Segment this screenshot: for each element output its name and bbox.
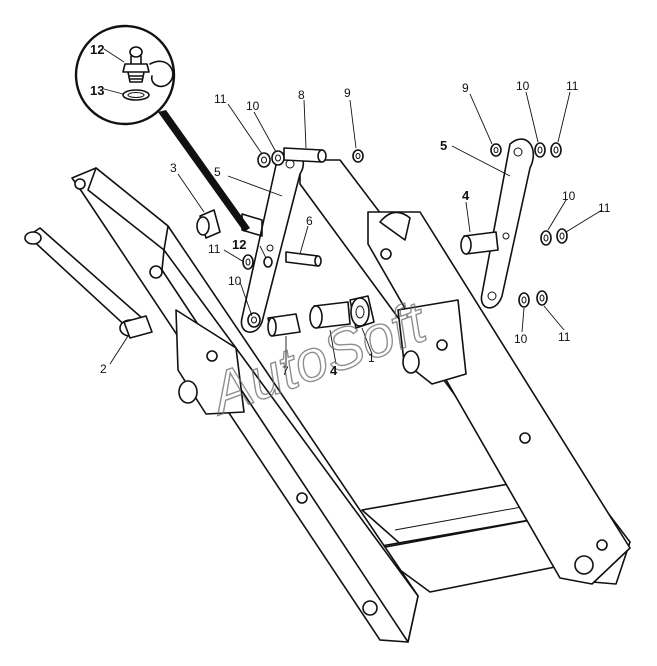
callout-10-b: 10 bbox=[228, 274, 242, 288]
right-loader-arm bbox=[299, 159, 631, 585]
callout-10-a: 10 bbox=[246, 99, 260, 113]
callout-10-c: 10 bbox=[516, 79, 530, 93]
callout-11-b: 11 bbox=[208, 242, 221, 256]
grease-nipple-icon bbox=[122, 46, 174, 88]
inset-leader-bar bbox=[158, 110, 250, 232]
bush-4-centre bbox=[309, 301, 351, 329]
callout-4-b: 4 bbox=[462, 188, 470, 203]
callout-10-e: 10 bbox=[514, 332, 528, 346]
callout-9-a: 9 bbox=[344, 86, 351, 100]
leader-lines bbox=[109, 91, 603, 366]
callout-1: 1 bbox=[368, 351, 375, 365]
callout-5-b: 5 bbox=[440, 138, 447, 153]
link-rod bbox=[24, 227, 153, 339]
washers-right bbox=[490, 142, 568, 308]
callout-9-b: 9 bbox=[462, 81, 469, 95]
pin-6 bbox=[285, 251, 322, 267]
spacer-1 bbox=[349, 295, 375, 329]
detail-inset bbox=[74, 24, 176, 126]
callout-11-e: 11 bbox=[558, 330, 571, 344]
callout-11-d: 11 bbox=[598, 201, 611, 215]
lever-plate-left bbox=[240, 150, 305, 333]
lever-plate-right bbox=[480, 138, 535, 309]
bush-4-right bbox=[460, 231, 499, 255]
o-ring-icon bbox=[122, 89, 150, 101]
callout-11-c: 11 bbox=[566, 79, 579, 93]
callout-3: 3 bbox=[170, 161, 177, 175]
callout-labels: 12 13 11 10 8 9 3 5 6 11 12 10 2 7 4 1 9… bbox=[90, 42, 611, 378]
callout-2: 2 bbox=[100, 362, 107, 376]
pin-8 bbox=[283, 147, 327, 163]
callout-7: 7 bbox=[282, 364, 289, 378]
bush-7 bbox=[267, 313, 301, 337]
callout-10-d: 10 bbox=[562, 189, 576, 203]
callout-inset-12: 12 bbox=[90, 42, 104, 57]
callout-inset-13: 13 bbox=[90, 83, 104, 98]
callout-4-a: 4 bbox=[330, 363, 338, 378]
callout-6: 6 bbox=[306, 214, 313, 228]
callout-5-a: 5 bbox=[214, 165, 221, 179]
callout-12: 12 bbox=[232, 237, 246, 252]
callout-8: 8 bbox=[298, 88, 305, 102]
washers-left bbox=[242, 149, 364, 328]
pin-3 bbox=[196, 209, 221, 239]
left-loader-arm bbox=[71, 167, 419, 643]
callout-11-a: 11 bbox=[214, 92, 227, 106]
